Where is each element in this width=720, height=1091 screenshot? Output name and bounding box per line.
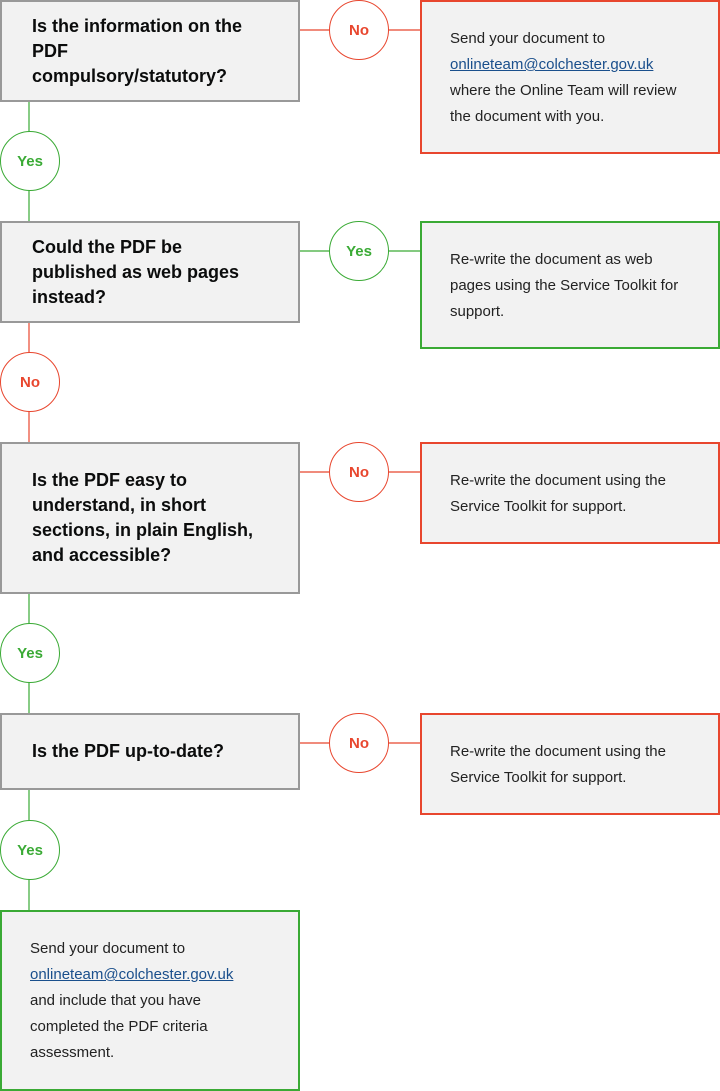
- answer-q4-down: Yes: [0, 820, 60, 880]
- final-outcome-email-link[interactable]: onlineteam@colchester.gov.uk: [30, 966, 234, 983]
- answer-q4-side: No: [329, 713, 389, 773]
- question-1-text: Is the information on the PDF compulsory…: [32, 15, 242, 86]
- final-outcome-box: Send your document to onlineteam@colches…: [0, 910, 300, 1091]
- question-2-box: Could the PDF be published as web pages …: [0, 221, 300, 323]
- outcome-4-box: Re-write the document using the Service …: [420, 713, 720, 815]
- question-3-box: Is the PDF easy to understand, in short …: [0, 442, 300, 594]
- outcome-4-text: Re-write the document using the Service …: [450, 743, 666, 786]
- outcome-1-email-link[interactable]: onlineteam@colchester.gov.uk: [450, 56, 654, 73]
- outcome-1-box: Send your document to onlineteam@colches…: [420, 0, 720, 154]
- outcome-1-pre: Send your document to: [450, 30, 606, 47]
- outcome-2-text: Re-write the document as web pages using…: [450, 251, 679, 320]
- outcome-2-box: Re-write the document as web pages using…: [420, 221, 720, 349]
- question-3-text: Is the PDF easy to understand, in short …: [32, 470, 254, 565]
- question-1-box: Is the information on the PDF compulsory…: [0, 0, 300, 102]
- answer-q2-side: Yes: [329, 221, 389, 281]
- answer-q2-down: No: [0, 352, 60, 412]
- question-2-text: Could the PDF be published as web pages …: [32, 236, 240, 307]
- final-outcome-pre: Send your document to: [30, 940, 186, 957]
- question-4-text: Is the PDF up-to-date?: [32, 741, 224, 761]
- outcome-3-text: Re-write the document using the Service …: [450, 472, 666, 515]
- answer-q1-down: Yes: [0, 131, 60, 191]
- answer-q1-side: No: [329, 0, 389, 60]
- final-outcome-post: and include that you have completed the …: [30, 992, 208, 1061]
- question-4-box: Is the PDF up-to-date?: [0, 713, 300, 790]
- answer-q3-down: Yes: [0, 623, 60, 683]
- outcome-3-box: Re-write the document using the Service …: [420, 442, 720, 544]
- answer-q3-side: No: [329, 442, 389, 502]
- outcome-1-post: where the Online Team will review the do…: [450, 82, 677, 125]
